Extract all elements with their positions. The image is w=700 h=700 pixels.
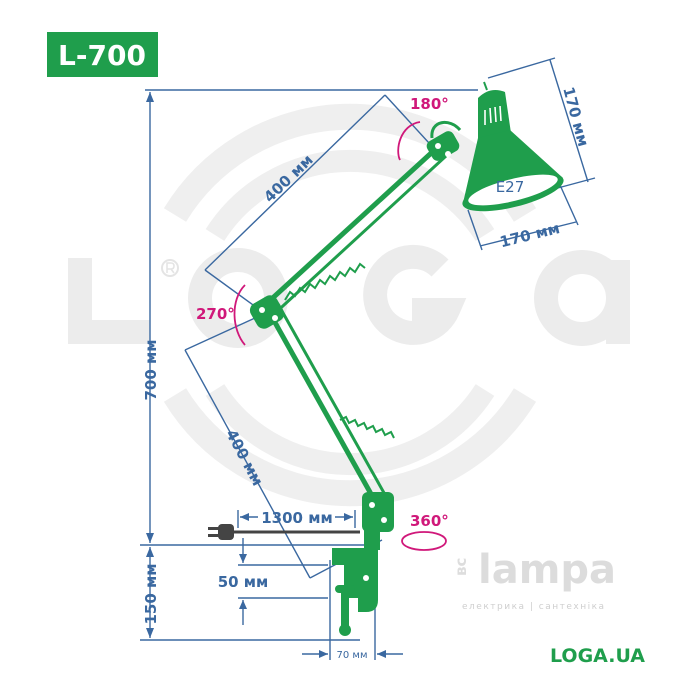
head-rotation-label: 180°: [410, 95, 449, 113]
socket-label: E27: [496, 178, 525, 196]
registered-mark-logo: [161, 259, 179, 277]
cord-length-label: 1300 мм: [261, 509, 333, 527]
shade-height-label: 170 мм: [559, 85, 592, 149]
base-rotation-arrow: [401, 531, 447, 551]
shop-prefix: вс: [452, 558, 470, 576]
shop-name: lampa: [478, 547, 616, 593]
footer-site: LOGA.UA: [550, 645, 645, 667]
clamp-opening-label: 50 мм: [218, 573, 269, 591]
shop-tagline: електрика | сантехніка: [462, 602, 606, 612]
model-badge-text: L-700: [58, 39, 146, 72]
total-height-label: 700 мм: [142, 339, 160, 400]
clamp-width-label: 70 мм: [337, 650, 368, 661]
plug-icon: [208, 524, 234, 540]
elbow-rotation-label: 270°: [196, 305, 235, 323]
shade-width-label: 170 мм: [498, 219, 562, 251]
base-rotation-label: 360°: [410, 512, 449, 530]
lamp-illustration: [249, 81, 564, 636]
model-badge: [47, 32, 158, 77]
clamp-height-label: 150 мм: [142, 563, 160, 624]
elbow-rotation-arrow: [233, 284, 246, 346]
head-rotation-arrow: [397, 121, 421, 161]
